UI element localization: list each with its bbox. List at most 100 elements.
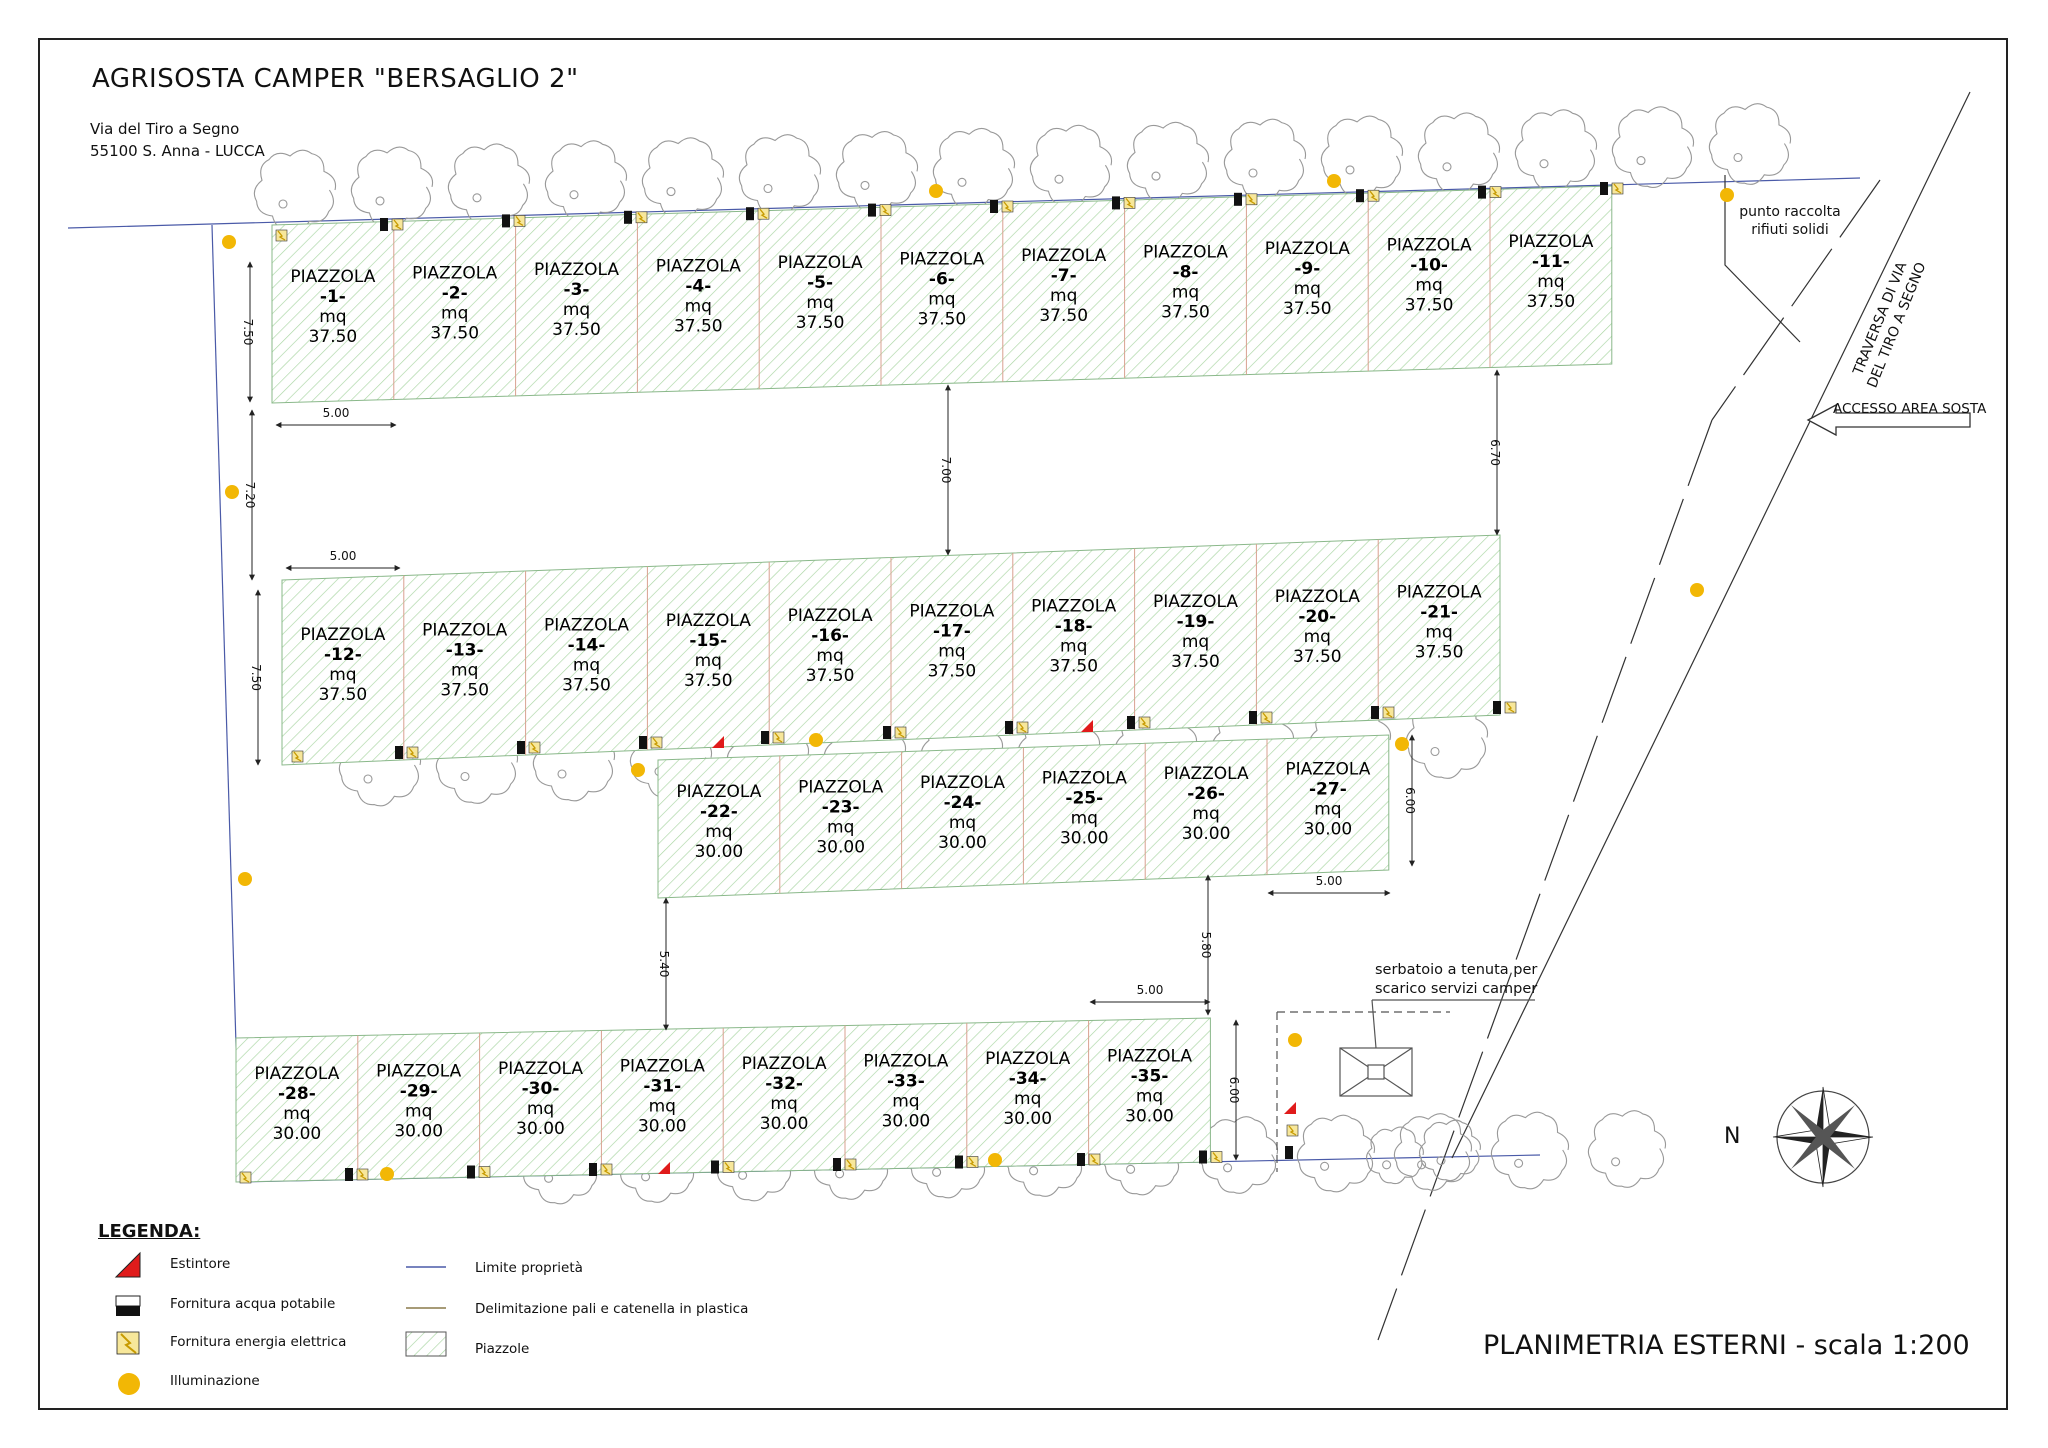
power-socket-icon [1123,197,1136,209]
pitch-number: -2- [442,284,468,304]
access-label: ACCESSO AREA SOSTA [1833,401,1987,417]
dimension-label: 6.70 [1488,439,1502,466]
pitch-area: 30.00 [760,1114,809,1134]
pitch-number: -29- [400,1081,438,1101]
water-tap-icon [467,1165,475,1179]
pitch-unit: mq [405,1101,432,1121]
pitch-unit: mq [928,290,955,310]
water-tap-icon [1077,1153,1085,1166]
pitch-number: -7- [1051,266,1077,286]
address-street: Via del Tiro a Segno [90,120,240,138]
pitch-number: -22- [700,802,738,822]
pitch-unit: mq [1314,800,1341,820]
lamp-icon [222,235,236,249]
pitch-area: 30.00 [516,1119,565,1139]
tree-icon [1223,118,1307,201]
pitch-unit: mq [1425,622,1452,642]
water-tap-icon [1356,189,1364,203]
extinguisher-icon [1081,720,1093,732]
pitch-unit: mq [816,646,843,666]
pitch-name: PIAZZOLA [778,253,863,273]
tree-icon [447,143,531,226]
legend-lighting: Illuminazione [170,1373,260,1389]
dimension-label: 7.20 [243,482,257,509]
pitch-area: 37.50 [1039,306,1088,326]
pitch-unit: mq [283,1104,310,1124]
power-socket-icon [1367,189,1380,202]
pitch-area: 37.50 [918,310,967,330]
lamp-icon [1720,188,1734,202]
legend-title: LEGENDA: [98,1221,201,1242]
pitch-number: -9- [1294,259,1320,279]
legend-electric: Fornitura energia elettrica [170,1334,347,1350]
address-city: 55100 S. Anna - LUCCA [90,142,265,160]
pitch-number: -14- [568,636,606,656]
dimension-label: 7.00 [939,457,953,484]
dimension-label: 5.00 [1316,874,1343,888]
legend-property-limit: Limite proprietà [475,1260,583,1276]
tree-icon [1514,109,1598,192]
tank-label-1: serbatoio a tenuta per [1375,962,1537,978]
tree-icon [1708,103,1792,185]
pitch-area: 30.00 [1125,1106,1174,1126]
pitch-name: PIAZZOLA [798,777,883,797]
water-tap-icon [502,214,510,228]
tree-icon [1418,1119,1481,1182]
pitch-name: PIAZZOLA [1275,587,1360,607]
pitch-unit: mq [1537,272,1564,292]
pitch-number: -5- [807,273,833,293]
pitch-unit: mq [319,307,346,327]
legend-pitches: Piazzole [475,1341,530,1357]
pitch-area: 30.00 [273,1124,322,1144]
pitch-area: 37.50 [562,676,611,696]
power-socket-icon [239,1171,252,1184]
pitch-number: -10- [1410,255,1448,275]
pitch-area: 37.50 [309,327,358,347]
pitch-name: PIAZZOLA [1164,764,1249,784]
lamp-icon [225,485,239,499]
pitch-unit: mq [892,1091,919,1111]
extinguisher-icon [712,736,724,748]
legend-water: Fornitura acqua potabile [170,1296,336,1312]
dimension-label: 5.00 [330,549,357,563]
pitch-number: -16- [811,626,849,646]
water-tap-icon [589,1163,597,1176]
water-tap-icon [833,1158,841,1171]
lamp-icon [1690,583,1704,597]
